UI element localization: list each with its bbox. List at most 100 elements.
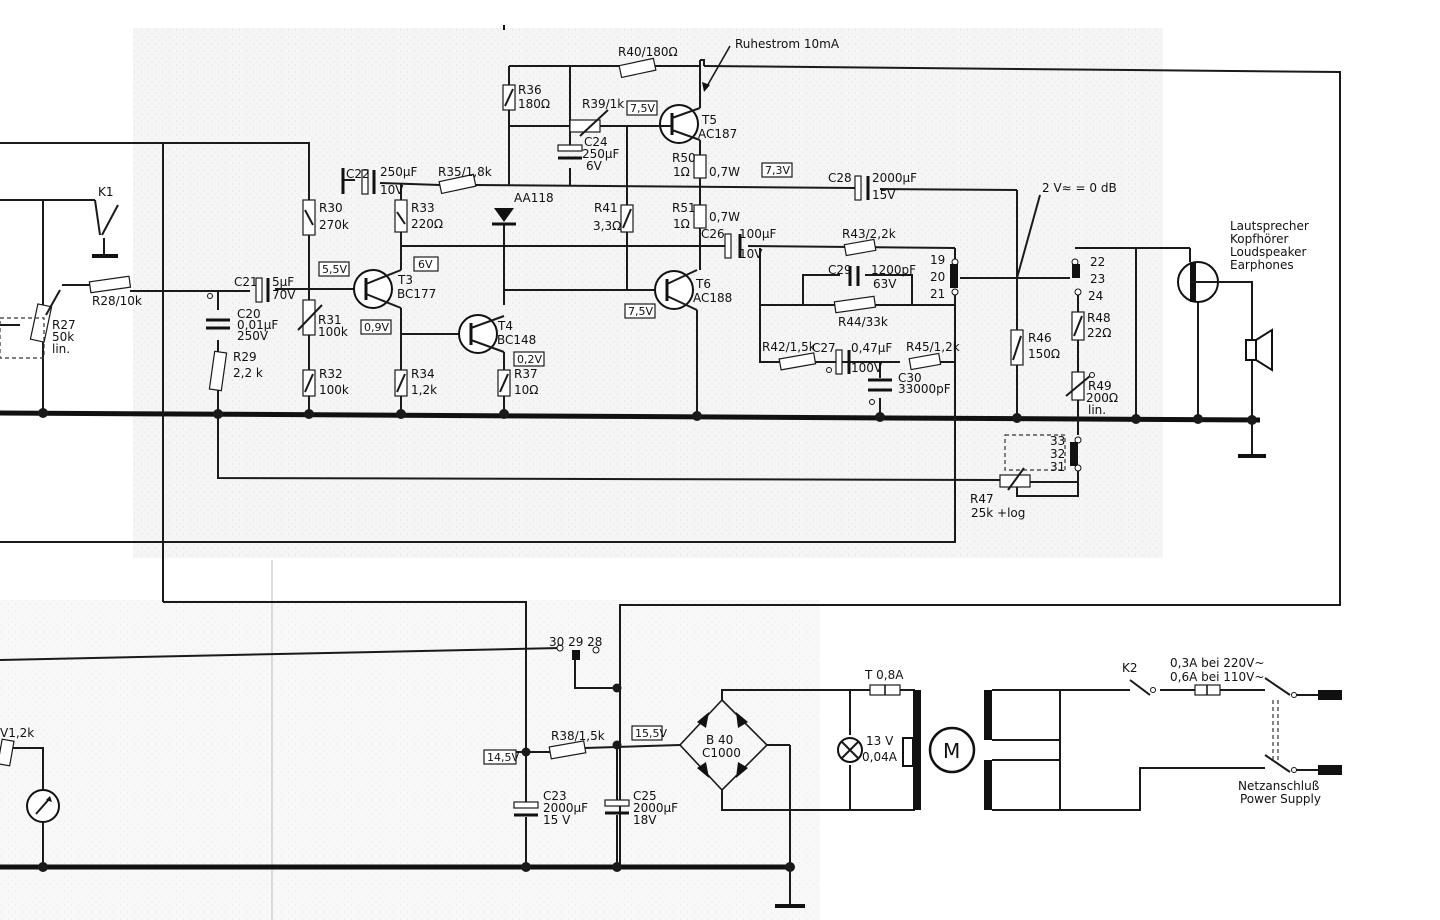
- r49-name: R49: [1088, 379, 1112, 393]
- r36-name: R36: [518, 83, 542, 97]
- r40-resistor: R40/180Ω: [618, 45, 678, 79]
- speaker-label-1: Lautsprecher: [1230, 219, 1309, 233]
- voltage-t4-base: 0,9V: [364, 321, 389, 334]
- contact-21: 21: [930, 287, 945, 301]
- partial-label: V1,2k: [0, 726, 34, 740]
- mains-fuse-110: 0,6A bei 110V~: [1170, 670, 1264, 684]
- scan-shade-upper: [133, 28, 1163, 558]
- c26-capacitor: C26 100μF 10V: [701, 227, 777, 261]
- t6-type: AC188: [693, 291, 732, 305]
- contacts-label: 30 29 28: [549, 635, 602, 649]
- c24-name: C24: [584, 135, 608, 149]
- c30-value: 33000pF: [898, 382, 951, 396]
- r38-resistor: R38/1,5k: [548, 729, 605, 760]
- c25-voltage: 18V: [633, 813, 657, 827]
- r30-resistor: R30 270k: [302, 199, 349, 236]
- r50-value: 1Ω: [673, 165, 690, 179]
- mains-label-en: Power Supply: [1240, 792, 1321, 806]
- contact-24: 24: [1088, 289, 1103, 303]
- c27-name: C27: [812, 341, 836, 355]
- c23-capacitor: C23 2000μF 15 V: [513, 789, 588, 827]
- c26-value: 100μF: [739, 227, 777, 241]
- ground-symbol-upper: [1238, 420, 1266, 458]
- c30-capacitor: C30 33000pF: [868, 371, 951, 405]
- r31-name: R31: [318, 313, 342, 327]
- r43-label: R43/2,2k: [842, 227, 896, 241]
- c28-capacitor: C28 2000μF 15V: [828, 171, 917, 202]
- c21-value: 5μF: [272, 275, 294, 289]
- contact-19: 19: [930, 253, 945, 267]
- bridge-type: B 40: [706, 733, 733, 747]
- r36-value: 180Ω: [518, 97, 550, 111]
- k1-label: K1: [98, 185, 114, 199]
- r33-value: 220Ω: [411, 217, 443, 231]
- c27-value: 0,47μF: [851, 341, 892, 355]
- r46-name: R46: [1028, 331, 1052, 345]
- r49-taper: lin.: [1088, 403, 1106, 417]
- t5-type: AC187: [698, 127, 737, 141]
- motor-label: M: [943, 739, 960, 763]
- r30-name: R30: [319, 201, 343, 215]
- c23-value: 2000μF: [543, 801, 588, 815]
- r51-resistor: R51 1Ω 0,7W: [672, 201, 740, 231]
- voltage-t3-base: 5,5V: [322, 263, 347, 276]
- r27-value: 50k: [52, 330, 74, 344]
- c30-name: C30: [898, 371, 922, 385]
- r39-label: R39/1k: [582, 97, 624, 111]
- c25-capacitor: C25 2000μF 18V: [604, 789, 678, 827]
- c22-value: 250μF: [380, 165, 418, 179]
- r29-name: R29: [233, 350, 257, 364]
- c27-voltage: 100V: [851, 361, 883, 375]
- speaker-label-4: Earphones: [1230, 258, 1294, 272]
- r37-resistor: R37 10Ω: [497, 367, 538, 397]
- c26-name: C26: [701, 227, 725, 241]
- fuse-t08: T 0,8A: [864, 668, 904, 696]
- r46-resistor: R46 150Ω: [1010, 329, 1060, 366]
- c20-capacitor: C20 0,01μF 250V: [206, 293, 278, 343]
- r31-value: 100k: [318, 325, 348, 339]
- contact-20: 20: [930, 270, 945, 284]
- r47-value: 25k +log: [971, 506, 1025, 520]
- r32-resistor: R32 100k: [302, 367, 349, 397]
- mains-fuse-220: 0,3A bei 220V~: [1170, 656, 1264, 670]
- t5-name: T5: [701, 113, 717, 127]
- voltage-markers: 7,5V 7,3V 5,5V 6V 0,9V 0,2V 7,5V 15,5V 1…: [318, 100, 793, 765]
- contact-22: 22: [1090, 255, 1105, 269]
- r33-name: R33: [411, 201, 435, 215]
- c29-value: 1200pF: [871, 263, 916, 277]
- c23-voltage: 15 V: [543, 813, 571, 827]
- r28-resistor: R28/10k: [88, 275, 142, 308]
- c21-capacitor: C21 5μF 70V: [234, 275, 296, 303]
- speaker-label-3: Loudspeaker: [1230, 245, 1307, 259]
- r47-name: R47: [970, 492, 994, 506]
- c29-voltage: 63V: [873, 277, 897, 291]
- r44-label: R44/33k: [838, 315, 888, 329]
- ruhestrom-label: Ruhestrom 10mA: [735, 37, 840, 51]
- scan-shade-lower: [0, 600, 820, 920]
- c28-voltage: 15V: [872, 188, 896, 202]
- motor-icon: M: [928, 726, 976, 774]
- r41-resistor: R41 3,3Ω: [593, 201, 634, 233]
- c25-name: C25: [633, 789, 657, 803]
- aa118-label: AA118: [514, 191, 554, 205]
- r35-resistor: R35/1,8k: [438, 165, 492, 195]
- c24-capacitor: C24 250μF 6V: [557, 135, 620, 173]
- r41-name: R41: [594, 201, 618, 215]
- bridge-rating: C1000: [702, 746, 741, 760]
- speaker-label-2: Kopfhörer: [1230, 232, 1288, 246]
- r30-value: 270k: [319, 218, 349, 232]
- voltage-output: 7,3V: [765, 164, 790, 177]
- r51-name: R51: [672, 201, 696, 215]
- switch-contacts-19-21: 19 20 21: [930, 253, 959, 301]
- ground-symbol-lower: [775, 867, 805, 908]
- r42-label: R42/1,5k: [762, 340, 816, 354]
- r48-resistor: R48 22Ω: [1071, 311, 1111, 341]
- r49-trimmer: R49 200Ω lin.: [1065, 371, 1118, 417]
- partial-resistor-left: V1,2k: [0, 726, 34, 767]
- contacts-28-30: 30 29 28: [549, 635, 602, 660]
- c26-voltage: 10V: [739, 247, 763, 261]
- jack-contacts-22-24: 22 23 24: [1071, 255, 1105, 303]
- c21-name: C21: [234, 275, 258, 289]
- c29-capacitor: C29 1200pF 63V: [828, 263, 916, 291]
- t4-transistor: T4 BC148: [458, 314, 536, 354]
